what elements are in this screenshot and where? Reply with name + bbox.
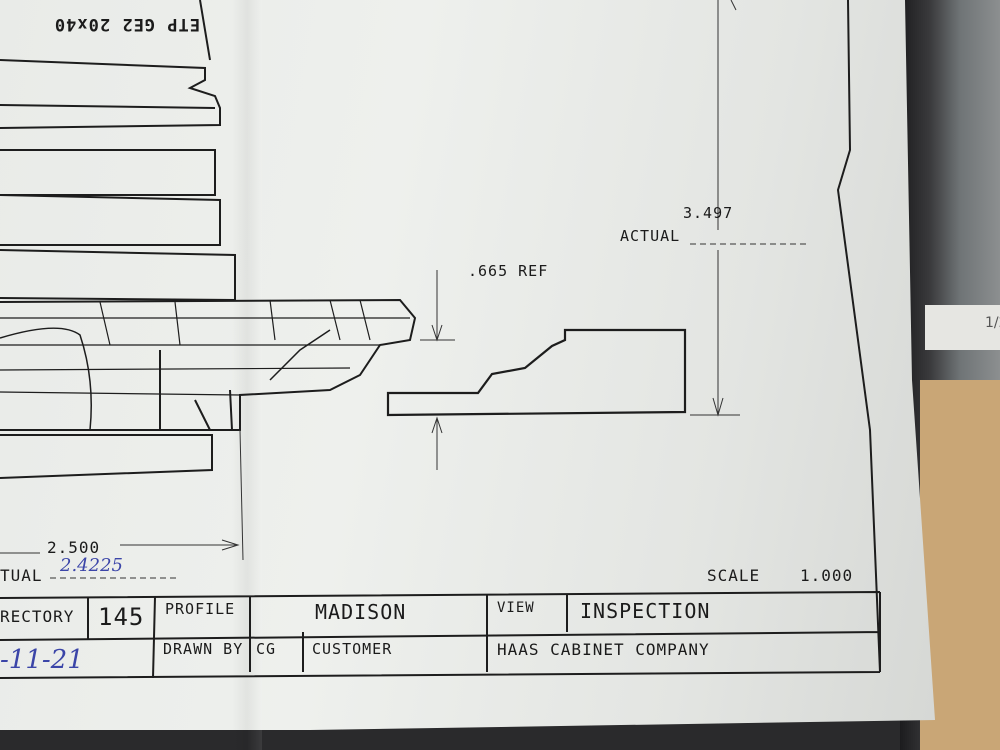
dimension-lines (0, 0, 810, 578)
background-tan-surface (920, 380, 1000, 750)
profile-shape (386, 328, 687, 417)
customer-label: CUSTOMER (312, 640, 393, 658)
directory-label: RECTORY (0, 607, 75, 626)
width-actual-handwritten: 2.4225 (60, 555, 123, 576)
header-divider (199, 0, 211, 61)
card-text: 1/2 (985, 315, 1000, 331)
title-block-grid (0, 591, 881, 679)
background-label-card: 1/2 (925, 305, 1000, 350)
height-actual-label: ACTUAL (620, 227, 681, 245)
customer-value: HAAS CABINET COMPANY (497, 640, 710, 659)
ref-dimension: .665 REF (468, 262, 549, 280)
drawn-by-value: CG (256, 640, 277, 658)
tool-body (0, 59, 417, 479)
paper-fold (232, 0, 262, 750)
profile-value: MADISON (315, 600, 407, 624)
scale-value: 1.000 (800, 566, 854, 585)
profile-label: PROFILE (165, 600, 236, 618)
width-actual-label: TUAL (0, 566, 43, 585)
drawn-by-label: DRAWN BY (163, 640, 244, 658)
drawing-border (836, 0, 881, 673)
date-handwritten: -11-21 (0, 645, 84, 675)
view-value: INSPECTION (580, 599, 711, 623)
scale-label: SCALE (707, 566, 761, 585)
header-text: ETP GE2 20x40 (53, 14, 200, 34)
width-dimension: 2.500 (47, 538, 101, 557)
directory-value: 145 (98, 603, 145, 631)
height-dimension: 3.497 (683, 204, 734, 222)
view-label: VIEW (497, 600, 535, 616)
drawing-paper (0, 0, 935, 730)
